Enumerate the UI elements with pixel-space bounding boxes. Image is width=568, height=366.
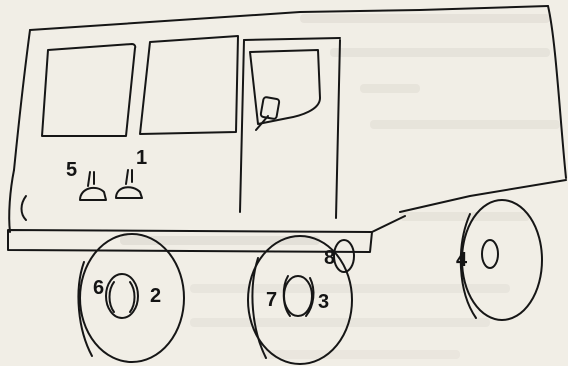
front-brake-disc bbox=[106, 274, 138, 318]
van-rear-roof-curve bbox=[548, 6, 566, 178]
van-roof-line bbox=[30, 6, 548, 30]
callout-8: 8 bbox=[324, 247, 335, 269]
bleeder-nipple-1 bbox=[116, 170, 142, 198]
front-corner-mark bbox=[22, 196, 27, 220]
callout-4: 4 bbox=[456, 249, 468, 271]
callout-5: 5 bbox=[66, 159, 77, 181]
far-rear-brake bbox=[482, 240, 498, 268]
bleeder-nipple-5 bbox=[80, 172, 106, 200]
callout-2: 2 bbox=[150, 285, 161, 307]
rear-wheel bbox=[248, 236, 352, 364]
far-rear-wheel bbox=[462, 200, 542, 320]
callout-1: 1 bbox=[136, 147, 147, 169]
rear-wheel-arc-left bbox=[252, 258, 266, 358]
callout-6: 6 bbox=[93, 277, 104, 299]
windshield-left bbox=[42, 44, 135, 136]
callout-3: 3 bbox=[318, 291, 329, 313]
door-rear-edge bbox=[336, 40, 340, 218]
van-front-face bbox=[9, 170, 14, 232]
door-front-edge bbox=[240, 40, 244, 212]
front-brake-caliper bbox=[110, 282, 135, 312]
windshield-right bbox=[140, 36, 238, 134]
door-top-edge bbox=[244, 38, 340, 40]
body-lower-edge bbox=[372, 216, 405, 232]
side-mirror-head bbox=[260, 97, 279, 119]
front-bumper bbox=[8, 230, 372, 252]
rear-brake-drum bbox=[284, 276, 312, 316]
callout-7: 7 bbox=[266, 289, 277, 311]
van-front-windshield-pillar bbox=[14, 30, 30, 170]
